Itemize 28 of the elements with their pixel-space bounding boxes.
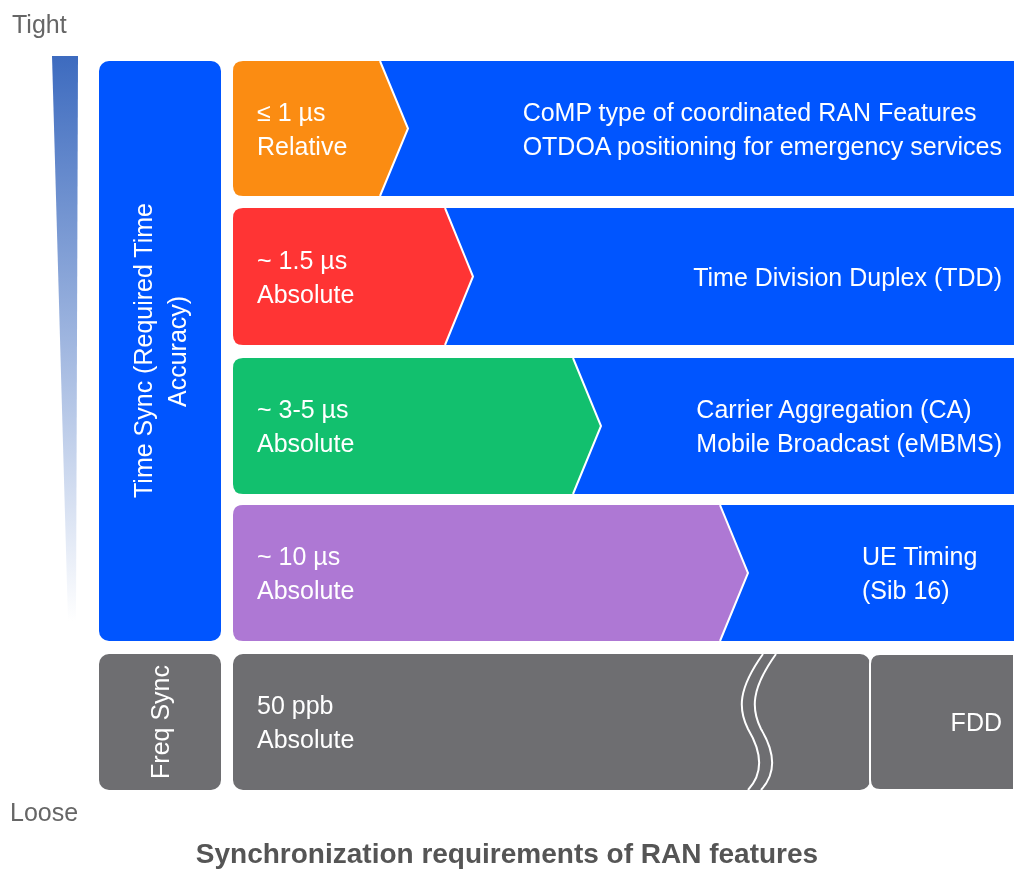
feature-band (380, 61, 1014, 196)
feature-band (870, 654, 1014, 790)
scale-label: Loose (10, 798, 79, 827)
scale-label: Tight (12, 10, 67, 39)
accuracy-tab (233, 61, 408, 196)
feature-band (445, 208, 1014, 345)
feature-label: OTDOA positioning for emergency services (522, 130, 1002, 162)
feature-band (573, 358, 1014, 494)
category-band (99, 654, 221, 790)
feature-label: Time Division Duplex (TDD) (693, 261, 1002, 293)
accuracy-tab (233, 358, 603, 494)
feature-label: Carrier Aggregation (CA) (696, 394, 972, 425)
accuracy-tab (233, 208, 475, 345)
category-band (99, 61, 221, 641)
feature-label: UE Timing (Sib 16) (862, 541, 979, 606)
accuracy-label: 50 ppb Absolute (257, 690, 356, 755)
accuracy-label: ~ 1.5 µs Absolute (257, 244, 356, 310)
feature-band (720, 505, 1014, 641)
category-label: Freq Sync (145, 665, 175, 779)
caption: Synchronization requirements of RAN features (194, 838, 820, 870)
accuracy-label: ≤ 1 µs Relative (257, 96, 349, 162)
feature-label: CoMP type of coordinated RAN Features (522, 96, 977, 128)
accuracy-label: ~ 10 µs Absolute (257, 541, 356, 606)
category-label: Time Sync (Required Time Accuracy) (128, 202, 192, 501)
accuracy-tab (233, 505, 748, 641)
accuracy-label: ~ 3-5 µs Absolute (257, 394, 356, 459)
feature-label: Mobile Broadcast (eMBMS) (696, 428, 1002, 459)
feature-label: FDD (950, 707, 1002, 738)
